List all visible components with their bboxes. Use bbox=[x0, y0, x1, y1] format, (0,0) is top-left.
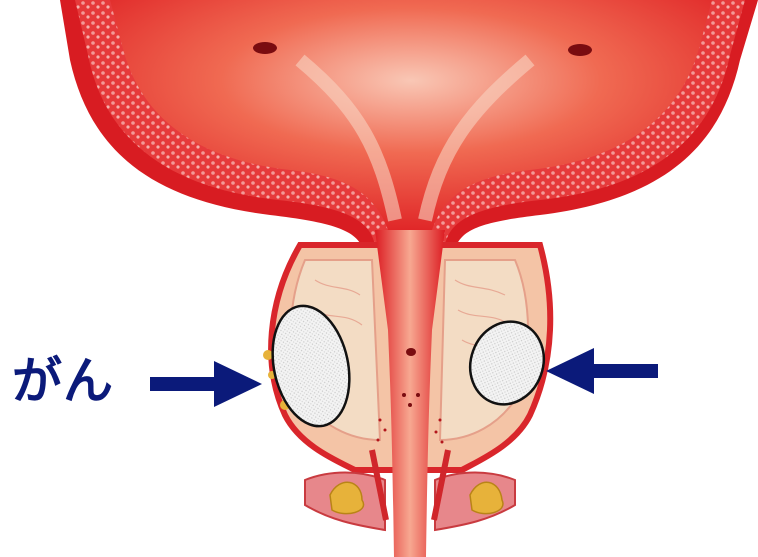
right-arrow-icon bbox=[546, 348, 658, 394]
verumontanum bbox=[406, 348, 416, 356]
left-fat-pad bbox=[330, 482, 364, 513]
left-arrow-icon bbox=[150, 361, 262, 407]
left-ureteral-orifice bbox=[253, 42, 277, 54]
right-ureteral-orifice bbox=[568, 44, 592, 56]
cancer-label: がん bbox=[12, 356, 114, 406]
